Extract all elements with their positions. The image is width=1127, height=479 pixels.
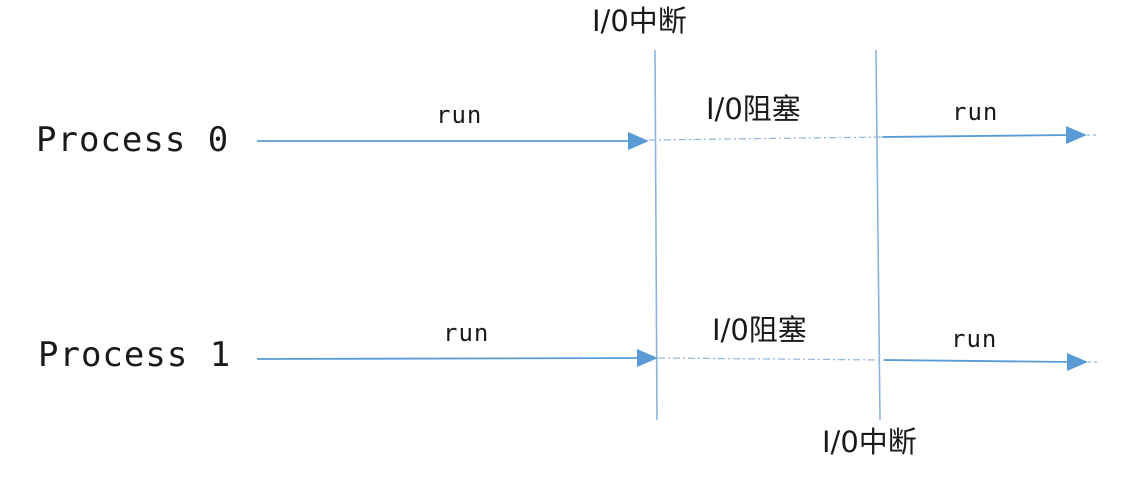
process-0-run-label: run: [436, 101, 483, 129]
process-0-resume-label: run: [952, 98, 999, 126]
process-1-resume-label: run: [951, 325, 998, 353]
p1-run-arrowhead: [637, 349, 658, 367]
interrupt-label-top: I/0中断: [592, 4, 687, 38]
interrupt-line-2: [875, 49, 881, 421]
p0-resume-line: [881, 134, 1071, 138]
p0-run-arrowhead: [628, 132, 649, 150]
process-1-blocked-label: I/0阻塞: [712, 313, 807, 347]
process-1-run-label: run: [443, 319, 490, 347]
process-0-blocked-label: I/0阻塞: [706, 92, 801, 126]
p1-run-line: [256, 357, 643, 360]
interrupt-label-bottom: I/0中断: [822, 425, 917, 459]
process-1-label: Process 1: [38, 335, 232, 375]
interrupt-line-1: [654, 49, 658, 421]
p1-resume-arrowhead: [1067, 353, 1088, 371]
process-0-label: Process 0: [36, 120, 230, 160]
p0-resume-arrowhead: [1066, 126, 1087, 144]
p1-blocked-line: [657, 357, 885, 361]
p1-resume-line: [883, 359, 1072, 363]
p0-blocked-line: [648, 136, 883, 141]
